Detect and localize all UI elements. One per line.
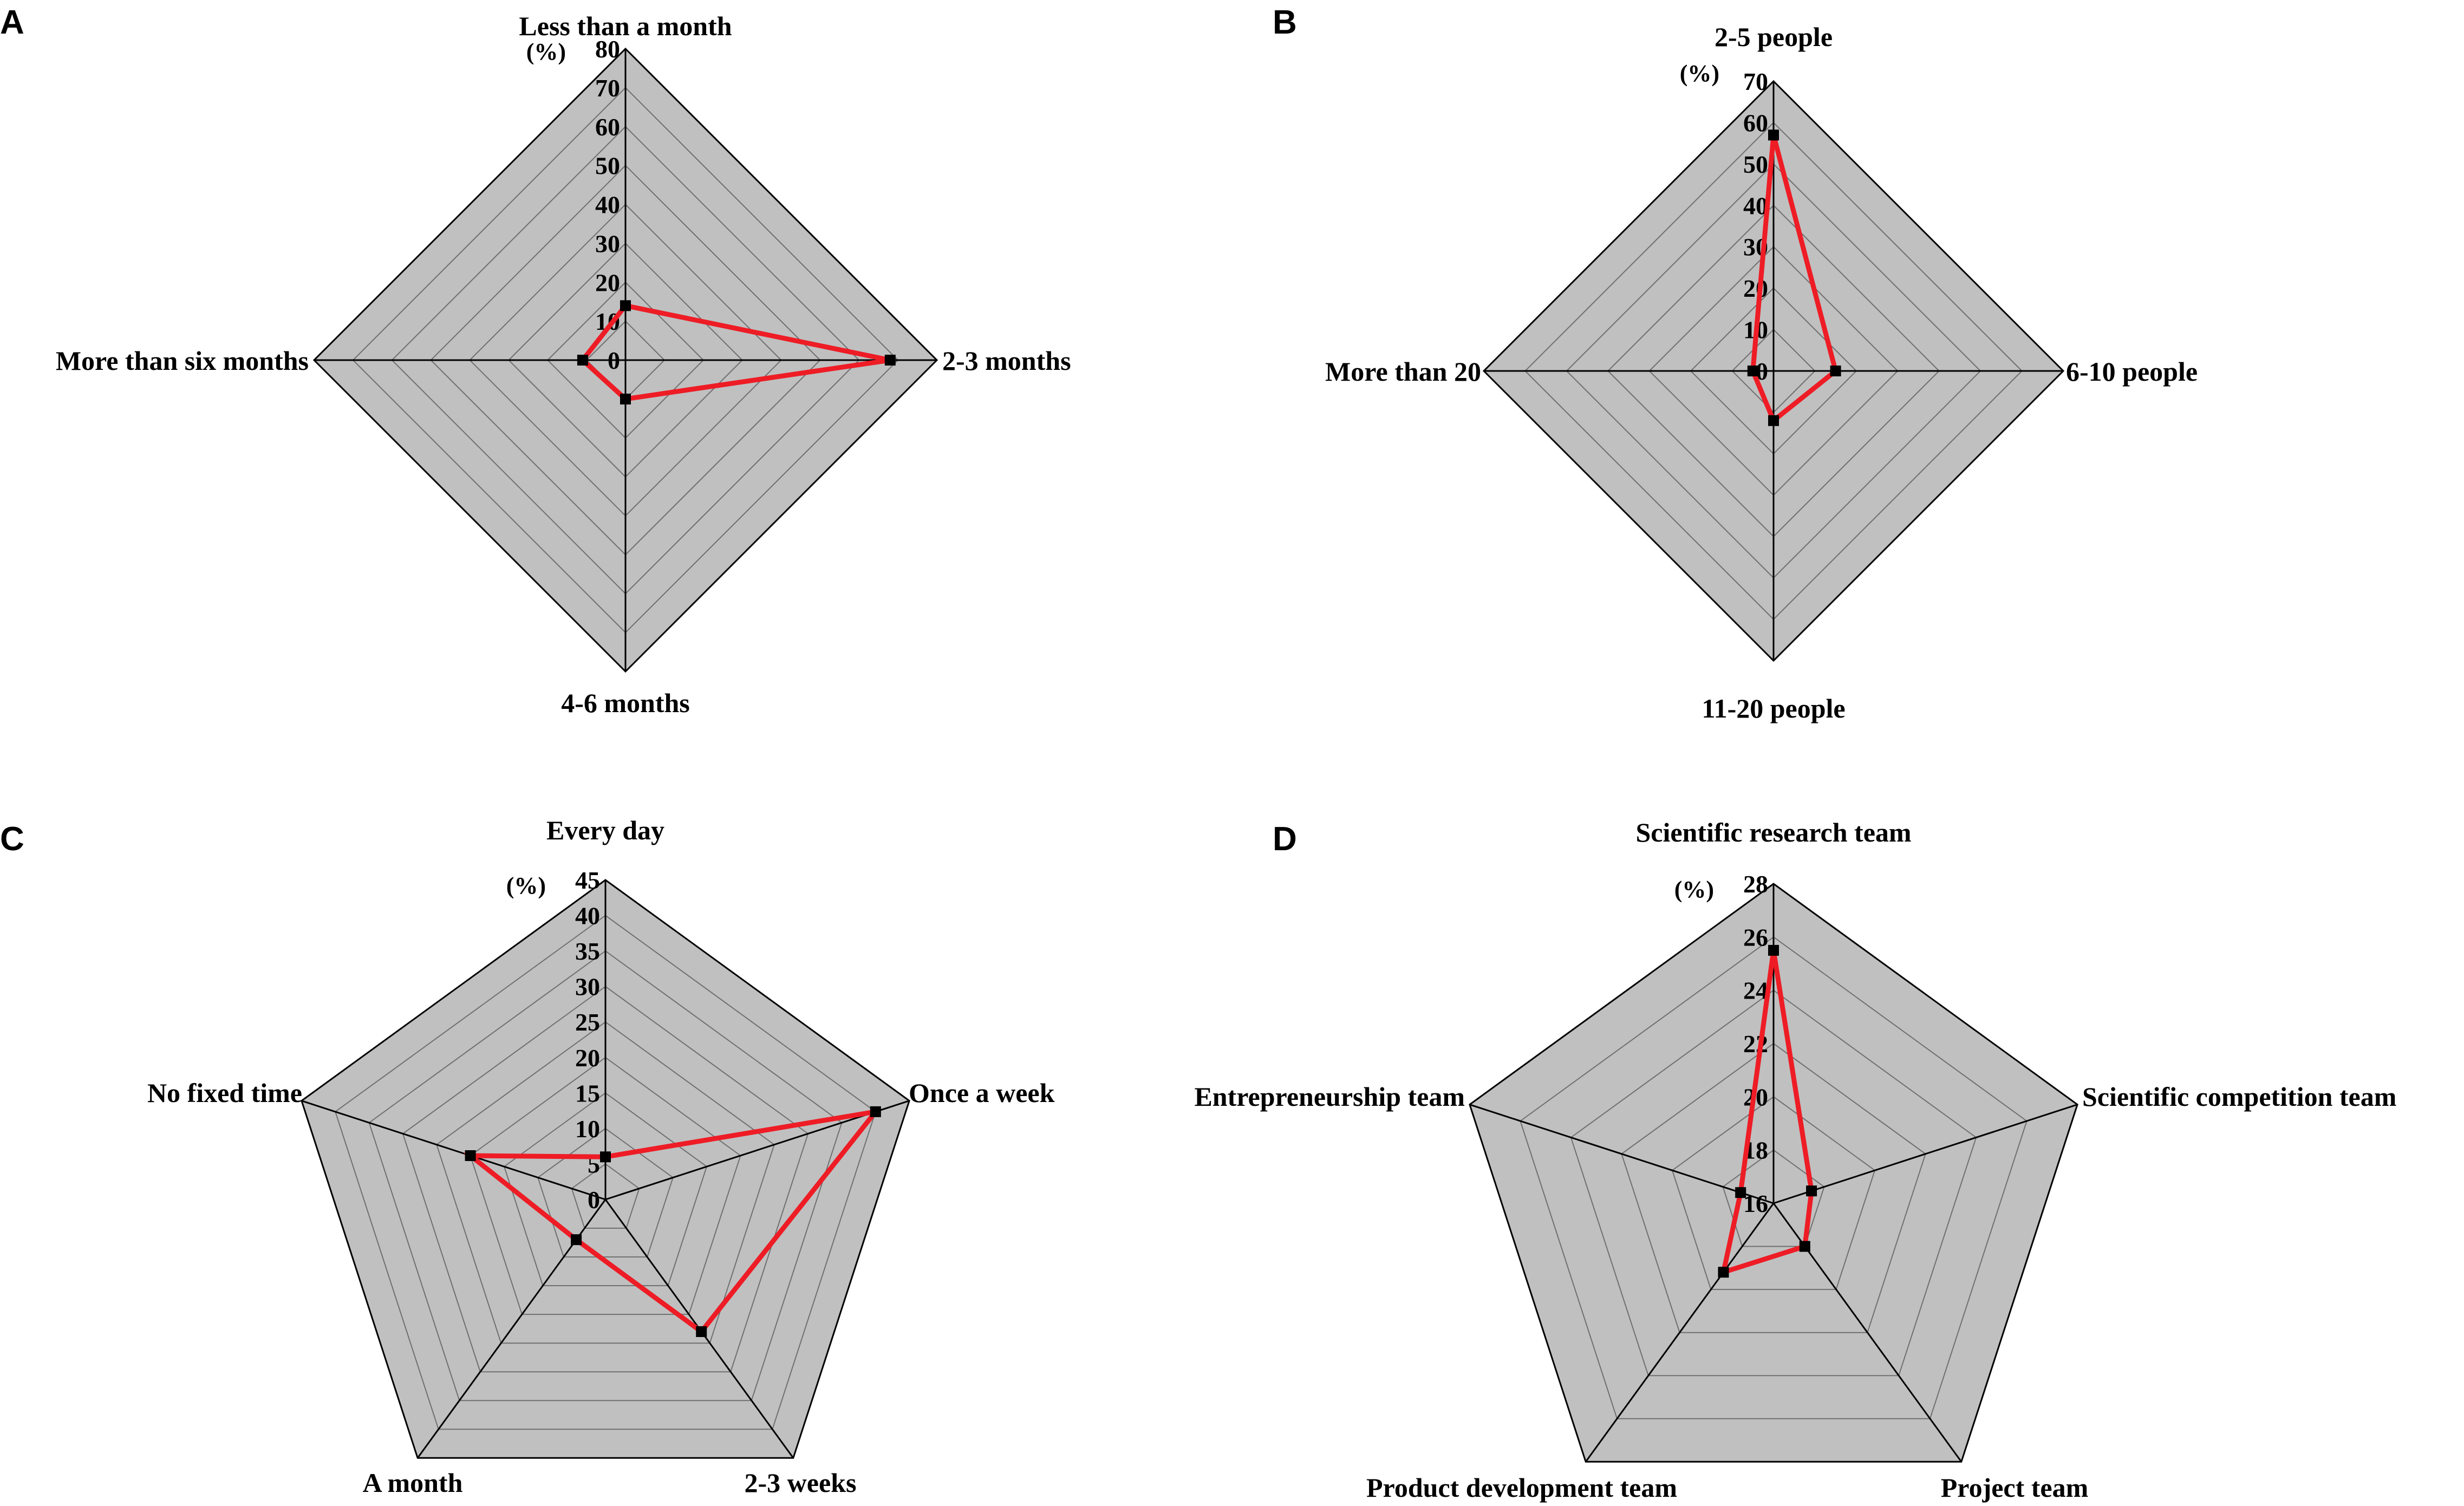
grid-ring — [1722, 1149, 1825, 1247]
series-line — [1720, 950, 1814, 1276]
tick-label: 40 — [575, 902, 600, 930]
panel-letter-b: B — [1273, 4, 1297, 41]
tick-label: 20 — [595, 269, 620, 296]
data-point — [1806, 1185, 1817, 1197]
data-point — [1747, 366, 1758, 376]
category-label: Project team — [1941, 1472, 2089, 1503]
data-point — [620, 393, 631, 405]
data-point — [1768, 129, 1779, 141]
grid-ring — [571, 1163, 640, 1229]
panel-letter-c: C — [0, 820, 24, 858]
series-line — [463, 1108, 882, 1335]
panel-letter-a: A — [0, 4, 24, 41]
unit-label: (%) — [1680, 60, 1719, 87]
data-point — [884, 355, 896, 366]
grid-ring — [1671, 1096, 1876, 1290]
category-label: Scientific research team — [1635, 817, 1911, 847]
category-label: Every day — [546, 815, 664, 845]
data-point — [620, 300, 631, 311]
category-label: Entrepreneurship team — [1194, 1081, 1465, 1112]
data-point — [1735, 1187, 1746, 1198]
data-point — [465, 1150, 476, 1161]
grid-ring — [402, 986, 809, 1373]
grid-ring — [436, 1021, 775, 1344]
panel-letter-d: D — [1273, 820, 1297, 858]
grid-ring — [335, 915, 876, 1430]
tick-label: 24 — [1743, 977, 1768, 1005]
tick-label: 70 — [595, 74, 620, 102]
tick-label: 20 — [1743, 275, 1768, 302]
unit-label: (%) — [526, 38, 566, 65]
data-point — [1718, 1267, 1729, 1278]
tick-label: 45 — [575, 866, 600, 894]
tick-label: 40 — [595, 191, 620, 219]
grid-ring — [1570, 989, 1977, 1377]
axis-spoke — [1773, 1104, 2078, 1204]
tick-label: 0 — [1756, 357, 1768, 385]
category-label: 11-20 people — [1702, 693, 1845, 723]
tick-label: 60 — [595, 113, 620, 141]
tick-label: 15 — [575, 1079, 600, 1107]
category-label: Scientific competition team — [2082, 1081, 2396, 1112]
tick-label: 26 — [1743, 923, 1768, 951]
category-label: 2-3 months — [942, 345, 1071, 376]
grid-ring — [368, 950, 843, 1401]
tick-label: 35 — [575, 937, 600, 965]
tick-label: 0 — [608, 347, 620, 374]
tick-label: 70 — [1743, 68, 1768, 95]
data-point — [600, 1151, 611, 1163]
category-label: More than six months — [56, 345, 309, 376]
data-point — [577, 355, 588, 366]
axis-spoke — [301, 1100, 606, 1201]
tick-label: 10 — [575, 1115, 600, 1143]
category-label: 4-6 months — [561, 688, 690, 718]
unit-label: (%) — [506, 872, 546, 899]
tick-label: 80 — [595, 35, 620, 63]
category-label: Once a week — [909, 1078, 1055, 1108]
category-label: More than 20 — [1325, 356, 1481, 387]
data-point — [696, 1326, 707, 1337]
tick-label: 40 — [1743, 192, 1768, 219]
tick-label: 30 — [575, 973, 600, 1001]
category-label: 2-5 people — [1715, 22, 1833, 52]
axis-spoke — [1585, 1203, 1775, 1463]
tick-label: 25 — [575, 1008, 600, 1036]
data-point — [1768, 944, 1779, 956]
grid-ring — [1520, 936, 2028, 1419]
category-label: Less than a month — [519, 11, 732, 41]
tick-label: 50 — [1743, 151, 1768, 178]
tick-label: 28 — [1743, 870, 1768, 898]
data-point — [870, 1106, 881, 1117]
category-label: A month — [363, 1468, 463, 1498]
tick-label: 16 — [1743, 1190, 1768, 1217]
unit-label: (%) — [1674, 876, 1714, 903]
tick-label: 30 — [595, 230, 620, 257]
tick-label: 0 — [588, 1186, 600, 1214]
grid-ring — [537, 1127, 674, 1258]
category-label: Product development team — [1366, 1472, 1677, 1503]
tick-label: 60 — [1743, 109, 1768, 136]
data-point — [1799, 1241, 1810, 1252]
data-point — [1768, 415, 1779, 426]
axis-spoke — [1469, 1104, 1774, 1204]
grid-ring — [1621, 1042, 1926, 1333]
tick-label: 20 — [575, 1044, 600, 1072]
data-point — [1830, 366, 1841, 376]
category-label: 6-10 people — [2066, 356, 2198, 387]
data-point — [571, 1234, 582, 1246]
tick-label: 50 — [595, 152, 620, 180]
axis-spoke — [605, 1100, 910, 1201]
category-label: No fixed time — [147, 1078, 302, 1108]
category-label: 2-3 weeks — [745, 1468, 857, 1498]
